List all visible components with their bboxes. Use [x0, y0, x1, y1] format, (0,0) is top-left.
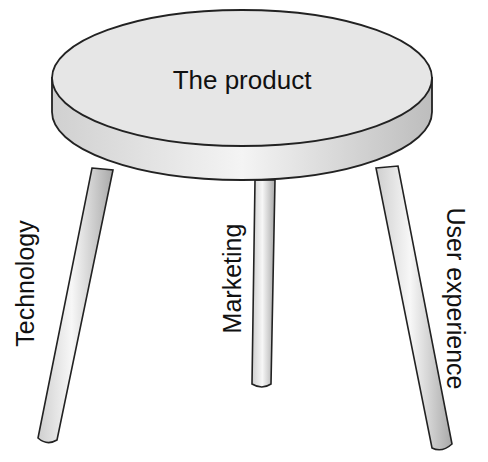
stool-leg	[38, 168, 113, 443]
seat-node: The product	[72, 30, 412, 130]
stool-leg	[252, 180, 275, 387]
leg-label: Marketing	[220, 223, 245, 333]
leg-label: User experience	[443, 207, 468, 389]
leg-label: Technology	[13, 220, 38, 346]
stool-leg	[376, 166, 452, 450]
seat-top	[52, 10, 432, 146]
seat-label: The product	[173, 65, 312, 96]
